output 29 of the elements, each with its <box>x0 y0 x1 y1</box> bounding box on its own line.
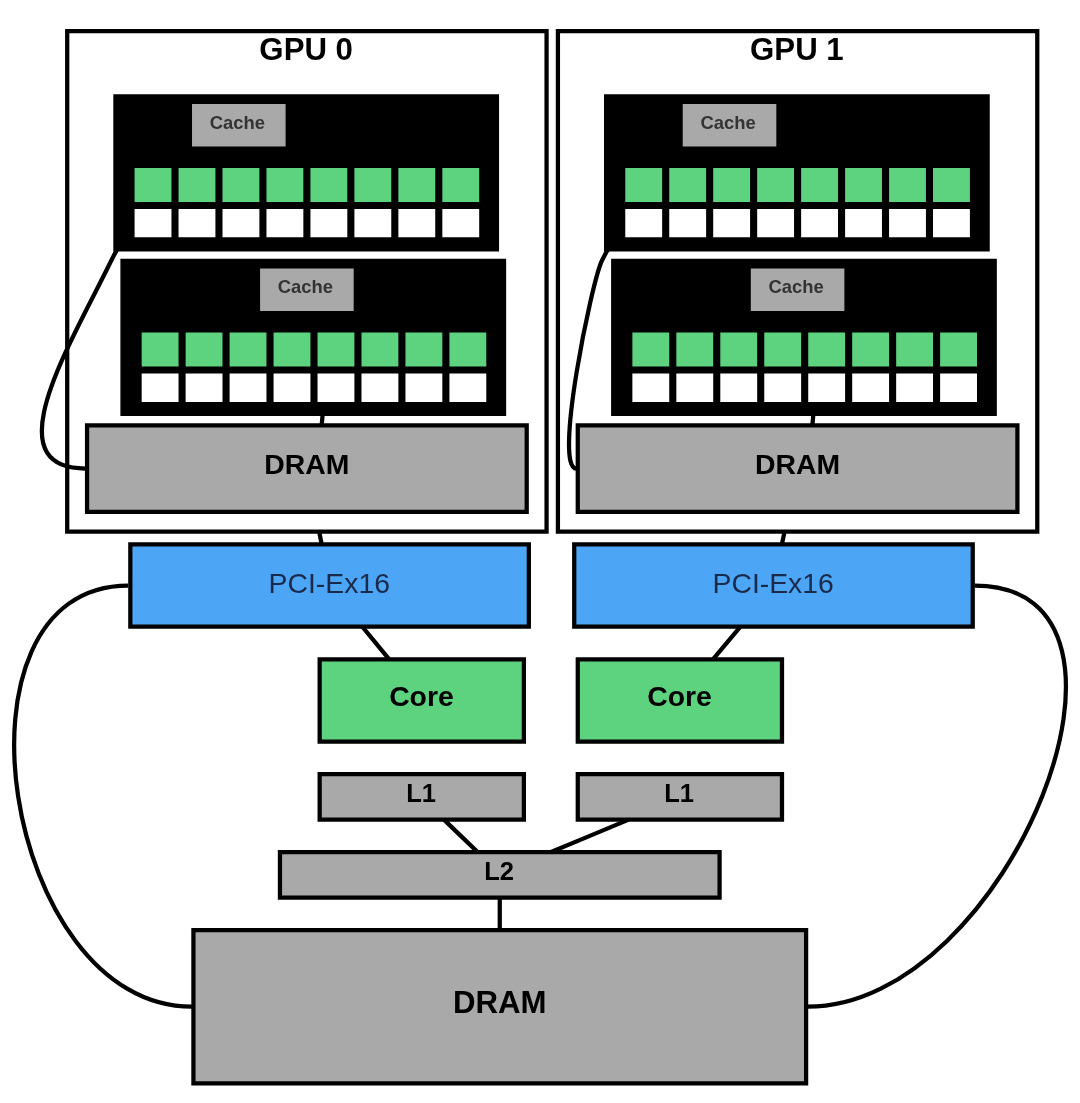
node-box: Cache <box>682 104 777 147</box>
connector <box>807 583 1068 1009</box>
cluster <box>604 94 990 252</box>
cluster <box>611 258 997 417</box>
node-box: Core <box>575 657 785 744</box>
node-box: DRAM <box>575 423 1020 514</box>
connector <box>497 897 502 930</box>
connector <box>810 413 816 426</box>
connector <box>779 531 787 545</box>
node-box: Core <box>317 657 526 744</box>
cluster <box>120 258 507 417</box>
node-box: Cache <box>750 268 845 312</box>
connector <box>567 248 610 471</box>
node-box: DRAM <box>84 423 529 514</box>
connector <box>39 248 120 471</box>
connector <box>12 583 193 1009</box>
node-box: L2 <box>277 850 722 900</box>
node-box: PCI-Ex16 <box>572 542 975 629</box>
connector <box>360 625 391 661</box>
connector <box>317 531 324 545</box>
node-box: L1 <box>317 772 526 822</box>
node-box: L1 <box>575 772 785 822</box>
node-box: Cache <box>260 268 354 312</box>
connector <box>319 413 325 426</box>
connector <box>711 625 742 661</box>
cluster <box>113 94 500 252</box>
node-box: PCI-Ex16 <box>128 542 531 629</box>
node-box: Cache <box>192 104 286 147</box>
node-box: DRAM <box>191 928 809 1086</box>
